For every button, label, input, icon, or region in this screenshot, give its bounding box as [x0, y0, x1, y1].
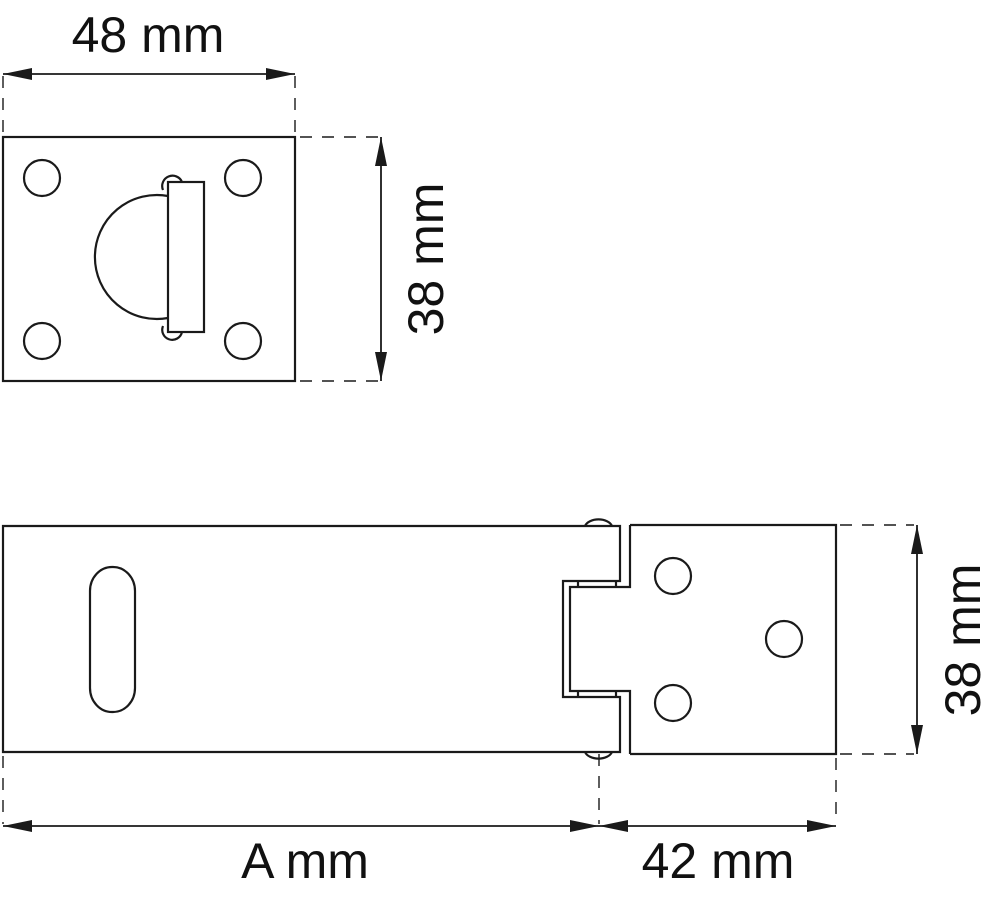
length-label-a: A mm — [241, 833, 369, 889]
width-dimension: 48 mm — [2, 7, 296, 135]
hinge-pin — [568, 525, 632, 754]
length-label-hinge: 42 mm — [642, 833, 795, 889]
hasp-slot — [88, 565, 137, 714]
screw-hole — [22, 158, 62, 198]
height-dimension-top: 38 mm — [300, 136, 454, 382]
height-dimension-bottom: 38 mm — [840, 524, 991, 755]
staple-plate — [1, 135, 297, 383]
staple-plate-outline — [1, 135, 297, 383]
knuckle-top — [583, 518, 614, 527]
ring — [93, 193, 169, 321]
screw-hole — [653, 683, 693, 723]
screw-hole — [653, 556, 693, 596]
hinge-leaf-outline — [630, 523, 838, 756]
hasp-leaf-outline — [1, 524, 622, 754]
screw-hole — [764, 619, 804, 659]
screw-hole — [223, 158, 263, 198]
screw-hole — [223, 321, 263, 361]
screw-hole — [22, 321, 62, 361]
height-label-bottom: 38 mm — [935, 564, 991, 717]
rivet-bottom — [161, 325, 184, 341]
length-dimensions: A mm 42 mm — [2, 756, 837, 889]
height-label-top: 38 mm — [398, 183, 454, 336]
staple-bar — [166, 180, 206, 334]
width-label: 48 mm — [72, 7, 225, 63]
hasp — [1, 518, 838, 824]
rivet-top — [161, 174, 184, 191]
